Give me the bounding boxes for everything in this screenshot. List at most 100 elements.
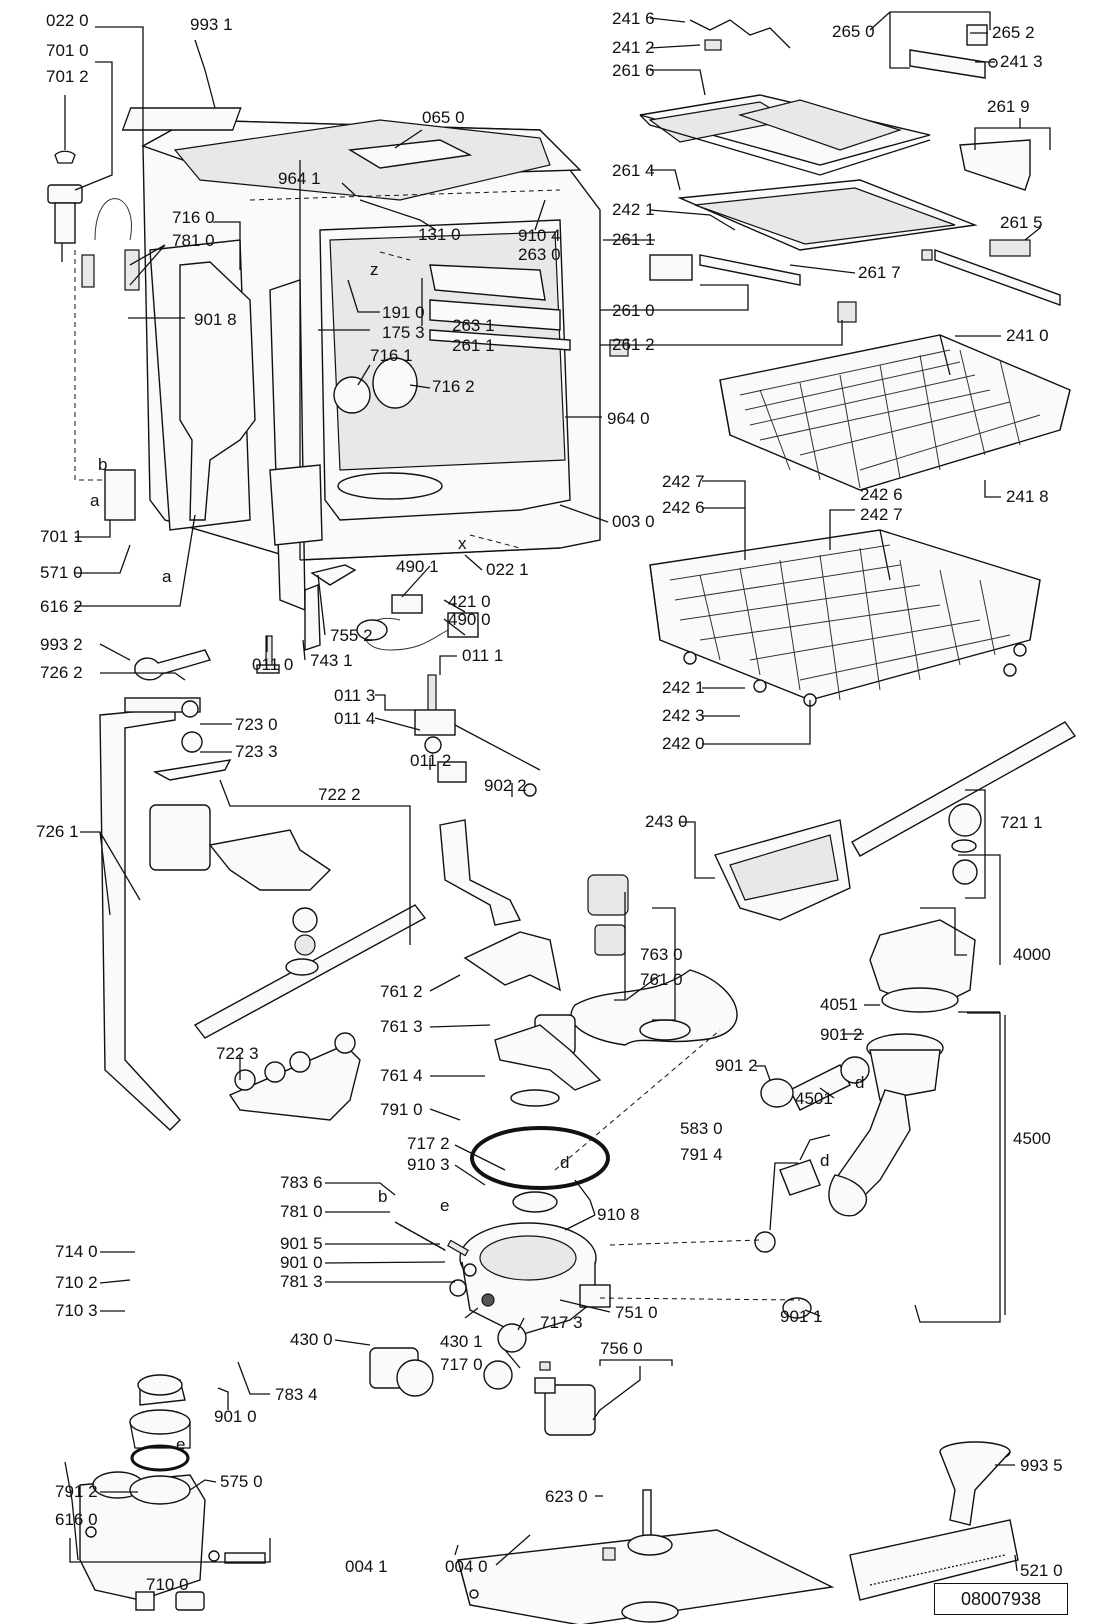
callout-9640: 964 0	[607, 409, 650, 428]
callout-2630: 263 0	[518, 245, 561, 264]
callout-0112: 011 2	[410, 751, 451, 770]
lower-basket	[649, 529, 1041, 707]
callout-2423: 242 3	[662, 706, 705, 725]
inlet-hose-assembly	[47, 150, 140, 521]
callout-0111: 011 1	[462, 646, 503, 665]
callout-2427a: 242 7	[662, 472, 705, 491]
connector-letter: d	[855, 1073, 864, 1092]
callout-2420: 242 0	[662, 734, 705, 753]
callout-9015: 901 5	[280, 1234, 323, 1253]
callout-4900: 490 0	[448, 610, 491, 629]
electrical-terminals	[304, 564, 479, 651]
heater-hose-7810	[394, 1221, 495, 1307]
callout-0650: 065 0	[422, 108, 465, 127]
callout-7170: 717 0	[440, 1355, 483, 1374]
connector-letter: e	[176, 1435, 185, 1454]
callout-2616: 261 6	[612, 61, 655, 80]
callout-7262: 726 2	[40, 663, 83, 682]
adjuster-feet	[256, 635, 541, 797]
callout-7012: 701 2	[46, 67, 89, 86]
connector-letter: b	[98, 455, 107, 474]
callout-9022: 902 2	[484, 776, 527, 795]
upper-spray-arm-parts	[149, 700, 232, 871]
callout-0110: 011 0	[252, 655, 293, 674]
callout-0114: 011 4	[334, 709, 375, 728]
drain-pump-7170	[534, 1361, 596, 1436]
callout-5750: 575 0	[220, 1472, 263, 1491]
upper-spray-arm-7211	[851, 721, 1077, 885]
leader-lines	[64, 11, 1051, 1572]
callout-5830: 583 0	[680, 1119, 723, 1138]
funnel-9935	[939, 1441, 1011, 1526]
callout-7103: 710 3	[55, 1301, 98, 1320]
callout-2426b: 242 6	[860, 485, 903, 504]
connector-letter: b	[378, 1187, 387, 1206]
dispenser-2430	[714, 819, 851, 921]
callout-7140: 714 0	[55, 1242, 98, 1261]
callout-7172: 717 2	[407, 1134, 450, 1153]
connector-letter: d	[560, 1153, 569, 1172]
callout-2610: 261 0	[612, 301, 655, 320]
callout-4901: 490 1	[396, 557, 439, 576]
callout-7233: 723 3	[235, 742, 278, 761]
wrench-tool	[134, 649, 212, 681]
callout-2421a: 242 1	[612, 200, 655, 219]
callout-6162: 616 2	[40, 597, 83, 616]
callout-7011: 701 1	[40, 527, 83, 546]
callout-9010a: 901 0	[280, 1253, 323, 1272]
callout-5710: 571 0	[40, 563, 83, 582]
callout-7834: 783 4	[275, 1385, 318, 1404]
callout-9103: 910 3	[407, 1155, 450, 1174]
callout-0041: 004 1	[345, 1557, 388, 1576]
callout-0221: 022 1	[486, 560, 529, 579]
callout-7552: 755 2	[330, 626, 373, 645]
callout-7261: 726 1	[36, 822, 79, 841]
callout-4000: 4000	[1013, 945, 1051, 964]
circulation-pump-4000	[866, 919, 976, 1101]
dishwasher-cabinet	[121, 107, 601, 612]
callout-2611b: 261 1	[612, 230, 655, 249]
callout-7431: 743 1	[310, 651, 353, 670]
connector-letter: z	[370, 260, 379, 279]
callout-7222: 722 2	[318, 785, 361, 804]
drawing-number: 08007938	[934, 1583, 1068, 1615]
callout-2631: 263 1	[452, 316, 495, 335]
callout-5210: 521 0	[1020, 1561, 1063, 1580]
cutlery-tray-clips	[689, 19, 791, 51]
callout-7160: 716 0	[172, 208, 215, 227]
filter-set	[570, 874, 738, 1046]
callout-7914: 791 4	[680, 1145, 723, 1164]
callout-9010b: 901 0	[214, 1407, 257, 1426]
callout-9932: 993 2	[40, 635, 83, 654]
filter-housing-7613	[494, 1014, 602, 1107]
callout-6230: 623 0	[545, 1487, 588, 1506]
callout-2612: 261 2	[612, 335, 655, 354]
callout-7223: 722 3	[216, 1044, 259, 1063]
callout-7100: 710 0	[146, 1575, 189, 1594]
callout-2650: 265 0	[832, 22, 875, 41]
callout-9935: 993 5	[1020, 1456, 1063, 1475]
connector-letters: b a a b z x e e d d d	[90, 260, 864, 1454]
callout-7010: 701 0	[46, 41, 89, 60]
upper-basket	[719, 334, 1071, 491]
wash-pump-4300	[369, 1347, 513, 1397]
upper-rack-rails	[609, 239, 1061, 357]
callout-1910: 191 0	[382, 303, 425, 322]
callout-7510: 751 0	[615, 1303, 658, 1322]
callout-2410: 241 0	[1006, 326, 1049, 345]
lower-spray-arm	[193, 904, 427, 1039]
callout-7102: 710 2	[55, 1273, 98, 1292]
callout-6160: 616 0	[55, 1510, 98, 1529]
callout-2614: 261 4	[612, 161, 655, 180]
callout-9931: 993 1	[190, 15, 233, 34]
callout-7912: 791 2	[55, 1482, 98, 1501]
base-plate-0040	[457, 1489, 835, 1624]
callout-1310: 131 0	[418, 225, 461, 244]
callout-2418: 241 8	[1006, 487, 1049, 506]
callout-7810a: 781 0	[172, 231, 215, 250]
callout-brackets	[652, 854, 1006, 1315]
callout-7560: 756 0	[600, 1339, 643, 1358]
callout-9641: 964 1	[278, 169, 321, 188]
sump-seal-7910	[470, 1126, 610, 1213]
